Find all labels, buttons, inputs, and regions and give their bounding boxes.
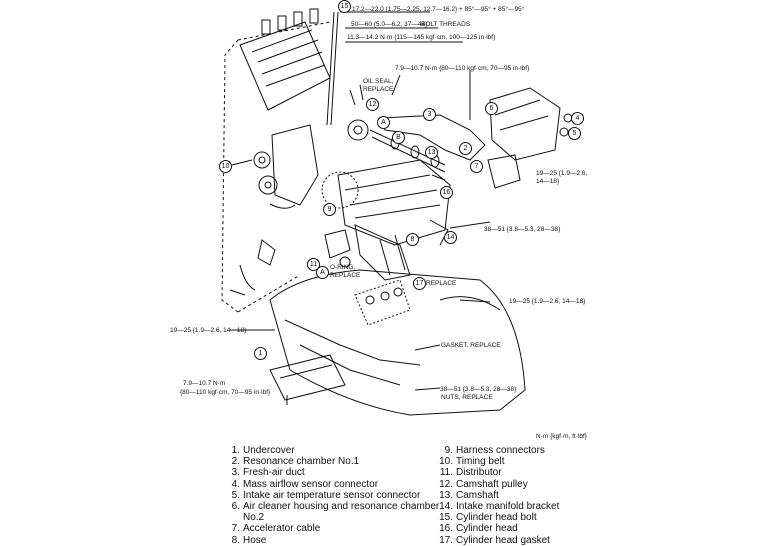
part-number-11: 11 xyxy=(307,258,320,271)
part-number-4: 4 xyxy=(571,112,584,125)
spec-bracket: 38—51 {3.8—5.3, 28—38} xyxy=(484,226,561,233)
callout-oil-seal: OIL SEAL, REPLACE xyxy=(363,78,394,93)
legend-item: 3.Fresh-air duct xyxy=(231,467,305,479)
part-number-2: 2 xyxy=(459,142,472,155)
legend-item: 4.Mass airflow sensor connector xyxy=(231,478,379,490)
callout-circle-a-lower: A xyxy=(316,266,329,279)
intake-bracket xyxy=(429,219,449,246)
spec-gasket: 38—51 {3.8—5.3, 28—38} xyxy=(440,386,517,393)
spec-lower-left: 19—25 {1.9—2.6, 14—18} xyxy=(170,327,247,334)
legend-item: 15.Cylinder head bolt xyxy=(439,512,537,524)
resonance-chamber-2 xyxy=(487,154,521,189)
intake-manifold xyxy=(354,224,411,281)
spec-head-bolt-steps: 17.2—22.0 {1.75—2.25, 12.7—16.2} + 85°—9… xyxy=(352,6,525,13)
legend-item: 7.Accelerator cable xyxy=(231,523,321,535)
legend-item: No.2 xyxy=(243,512,265,524)
timing-belt xyxy=(321,171,359,209)
pulley-lower xyxy=(258,175,278,195)
undercover xyxy=(269,354,346,401)
camshaft-pulley xyxy=(347,119,369,141)
part-number-9: 9 xyxy=(323,203,336,216)
legend-item: 8.Hose xyxy=(231,534,267,546)
legend-item: 6.Air cleaner housing and resonance cham… xyxy=(231,501,440,513)
spec-bolt-threads: 50—60 {5.0—6.2, 37—44} xyxy=(351,21,428,28)
part-number-14: 14 xyxy=(444,231,457,244)
legend-item: 9.Harness connectors xyxy=(444,445,545,456)
part-number-10: 10 xyxy=(219,160,232,173)
air-cleaner-housing xyxy=(489,87,561,161)
legend-item: 13.Camshaft xyxy=(439,489,499,501)
callout-circle-b: B xyxy=(392,131,405,144)
spec-undercover-1: 7.9—10.7 N·m xyxy=(183,380,226,387)
legend-item: 11.Distributor xyxy=(439,467,502,479)
distributor xyxy=(324,229,351,259)
parts-legend-left: 1.Undercover 2.Resonance chamber No.1 3.… xyxy=(224,445,440,546)
units-note: N·m {kgf·m, ft·lbf} xyxy=(536,433,587,440)
part-number-1: 1 xyxy=(254,347,267,360)
part-number-6: 6 xyxy=(485,102,498,115)
pulley-upper xyxy=(253,151,271,169)
spec-duct-bolt: 7.9—10.7 N·m {80—110 kgf·cm, 70—95 in·lb… xyxy=(395,65,530,72)
legend-item: 16.Cylinder head xyxy=(439,523,518,535)
spec-undercover-2: {80—110 kgf·cm, 70—95 in·lbf} xyxy=(180,389,271,396)
part-number-17: 17 xyxy=(413,277,426,290)
spec-lower-right: 19—25 {1.9—2.6, 14—18} xyxy=(509,298,586,305)
spec-camshaft-pulley: 11.3—14.2 N·m {115—145 kgf·cm, 100—125 i… xyxy=(347,34,496,41)
callout-nuts-replace: NUTS, REPLACE xyxy=(441,394,493,401)
legend-item: 1.Undercover xyxy=(231,445,295,456)
callout-replace: REPLACE xyxy=(426,280,457,287)
part-number-8: 8 xyxy=(406,233,419,246)
part-number-3: 3 xyxy=(423,108,436,121)
timing-cover xyxy=(271,124,319,206)
legend-item: 5.Intake air temperature sensor connecto… xyxy=(231,489,421,501)
cylinder-head-gasket xyxy=(354,279,411,326)
cylinder-head xyxy=(337,159,451,246)
part-number-5: 5 xyxy=(568,127,581,140)
spec-air-cleaner: 19—25 {1.9—2.6, 14—18} xyxy=(536,170,588,185)
callout-gasket-replace: GASKET, REPLACE xyxy=(441,342,501,349)
part-number-7: 7 xyxy=(470,160,483,173)
callout-circle-a: A xyxy=(377,116,390,129)
legend-item: 10.Timing belt xyxy=(439,456,505,468)
bolt-threads-label: BOLT THREADS xyxy=(421,21,471,28)
callout-o-ring: O-RING, REPLACE xyxy=(330,264,361,279)
timing-group-bracket xyxy=(221,39,239,313)
parts-legend-right: 9.Harness connectors 10.Timing belt 11.D… xyxy=(437,445,559,546)
part-number-15: 15 xyxy=(338,0,351,13)
legend-item: 12.Camshaft pulley xyxy=(439,478,528,490)
part-number-12: 12 xyxy=(366,98,379,111)
legend-item: 17.Cylinder head gasket xyxy=(439,534,550,546)
part-number-13: 13 xyxy=(425,146,438,159)
head-bolt xyxy=(326,11,339,126)
engine-exploded-diagram xyxy=(221,8,573,416)
part-number-16: 16 xyxy=(440,186,453,199)
legend-item: 2.Resonance chamber No.1 xyxy=(231,456,360,468)
legend-item: 14.Intake manifold bracket xyxy=(439,501,560,513)
